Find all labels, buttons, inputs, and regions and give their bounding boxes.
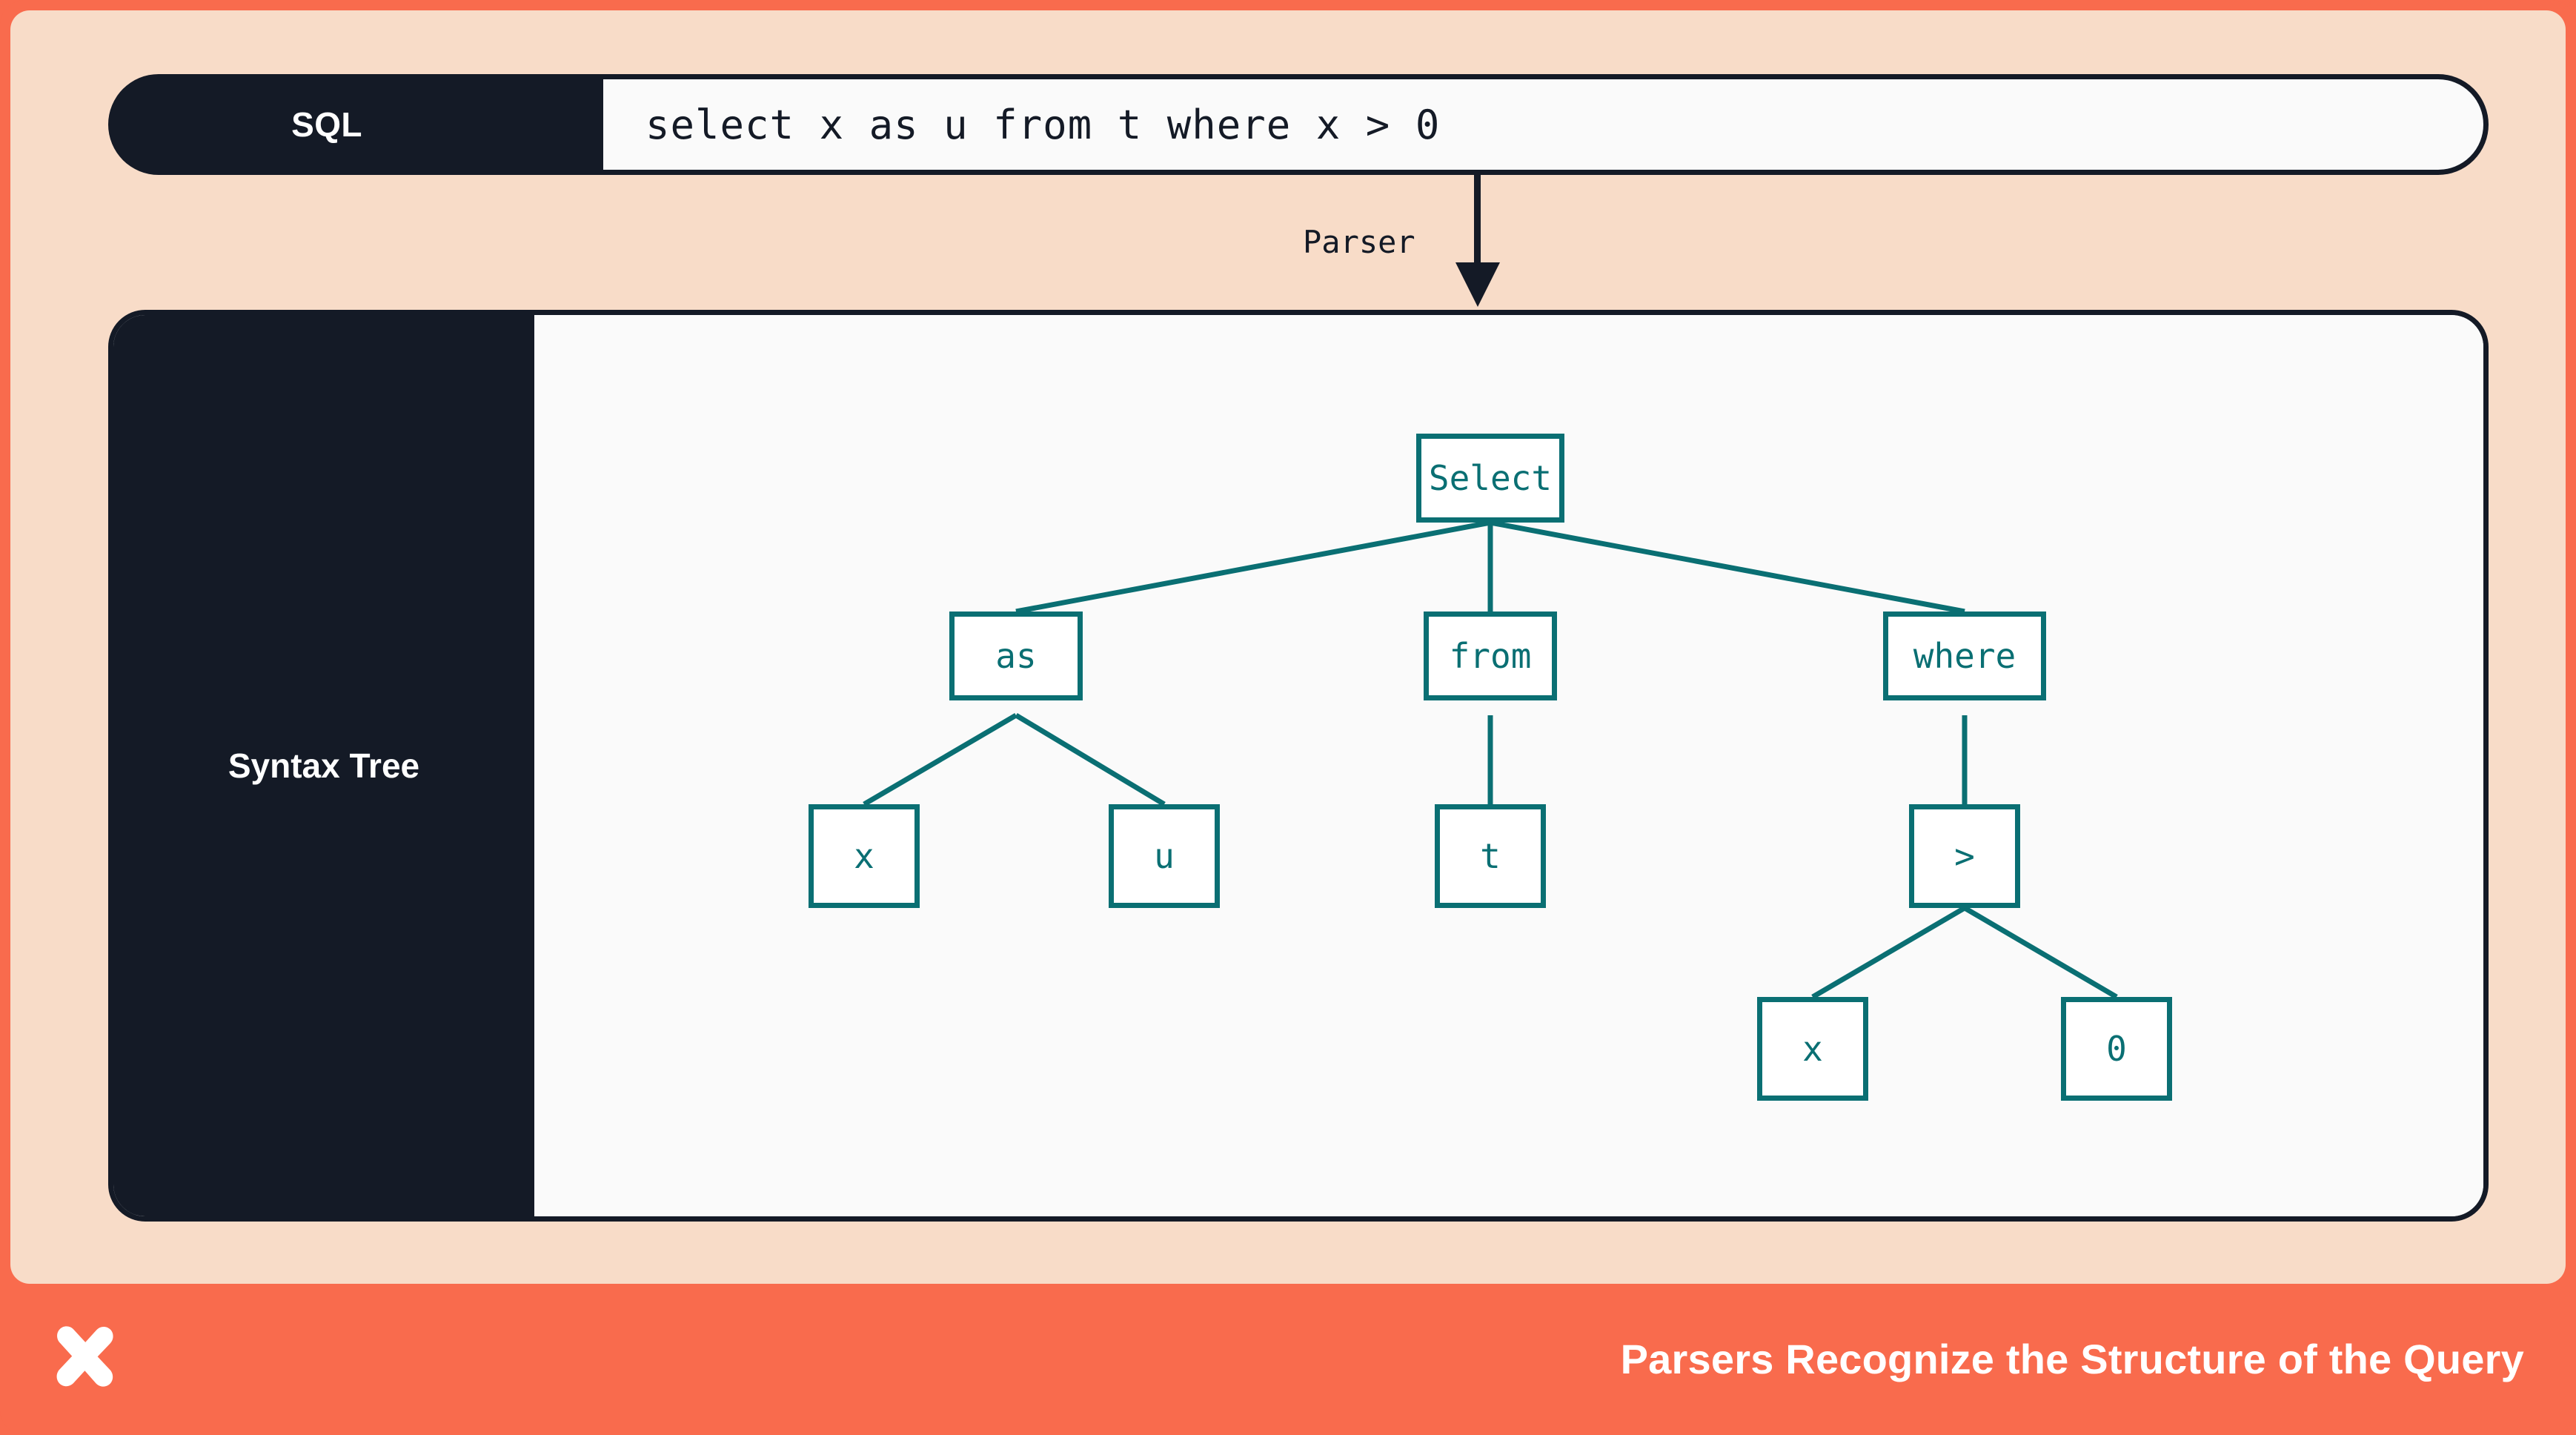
sql-query-field[interactable]: select x as u from t where x > 0 — [537, 74, 2489, 175]
tree-node-label: from — [1449, 636, 1532, 676]
tree-node-label: u — [1154, 836, 1175, 876]
sql-input-row: SQL select x as u from t where x > 0 — [108, 74, 2489, 175]
tree-node-as[interactable]: as — [949, 612, 1083, 700]
tree-node-gt-zero[interactable]: 0 — [2061, 997, 2172, 1101]
tree-node-gt-x[interactable]: x — [1757, 997, 1868, 1101]
tree-node-as-x[interactable]: x — [809, 804, 920, 908]
tree-node-label: as — [995, 636, 1037, 676]
tree-node-label: x — [854, 836, 874, 876]
tree-node-select[interactable]: Select — [1416, 434, 1564, 523]
tree-edges — [863, 520, 2118, 1000]
tree-node-label: where — [1913, 636, 2016, 676]
tree-node-from-t[interactable]: t — [1435, 804, 1546, 908]
tree-node-where[interactable]: where — [1883, 612, 2046, 700]
tree-node-gt[interactable]: > — [1909, 804, 2020, 908]
tree-node-label: x — [1802, 1029, 1823, 1069]
syntax-tree-canvas: Select as from where x u — [534, 315, 2483, 1216]
parser-stage-label: Parser — [1303, 224, 1415, 260]
tree-node-label: t — [1480, 836, 1501, 876]
sql-label-joint — [537, 74, 603, 175]
sql-row-label: SQL — [108, 74, 545, 175]
footer-caption: Parsers Recognize the Structure of the Q… — [1620, 1336, 2524, 1382]
footer-bar: Parsers Recognize the Structure of the Q… — [0, 1284, 2576, 1435]
tree-node-label: > — [1954, 836, 1975, 876]
syntax-tree-card: Syntax Tree — [108, 310, 2489, 1222]
arrow-down-icon-head — [1455, 262, 1500, 307]
syntax-tree-label: Syntax Tree — [113, 315, 534, 1216]
arrow-down-icon-shaft — [1474, 175, 1481, 276]
sql-query-text: select x as u from t where x > 0 — [645, 101, 1441, 148]
tree-node-label: 0 — [2106, 1029, 2127, 1069]
brand-x-logo-icon — [56, 1326, 113, 1387]
tree-node-label: Select — [1428, 458, 1553, 498]
tree-node-from[interactable]: from — [1424, 612, 1557, 700]
tree-node-as-u[interactable]: u — [1109, 804, 1220, 908]
content-stage: SQL select x as u from t where x > 0 Par… — [10, 10, 2566, 1284]
